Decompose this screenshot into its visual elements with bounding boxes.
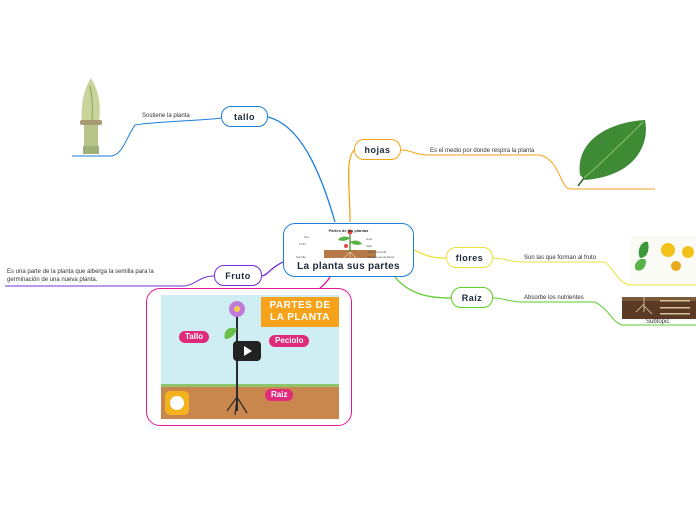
- link-fruto: [261, 261, 284, 277]
- topic-raiz-label: Raíz: [461, 292, 483, 303]
- note-flores: Son las que forman al fruto: [524, 255, 597, 261]
- diagram-label-fruto: Fruto: [299, 242, 307, 246]
- central-topic[interactable]: Partes de las plantas Flor Hoja Fruto Ta…: [283, 223, 414, 277]
- video-label-peciolo: Peciolo: [269, 335, 310, 347]
- note-tallo: Sostiene la planta: [142, 113, 190, 119]
- plant-diagram-image: [324, 229, 376, 259]
- diagram-title: Partes de las plantas: [328, 228, 369, 233]
- topic-fruto-label: Fruto: [225, 270, 251, 281]
- link-raiz: [394, 276, 452, 299]
- topic-hojas-label: hojas: [364, 144, 391, 155]
- link-tallo: [267, 116, 336, 223]
- video-label-raiz: Raiz: [265, 389, 294, 401]
- central-title: La planta sus partes: [297, 261, 400, 272]
- topic-hojas[interactable]: hojas: [354, 139, 401, 160]
- diagram-label-hoja: Hoja: [366, 237, 373, 241]
- note-fruto: Es una parte de la planta que alberga la…: [7, 269, 154, 283]
- video-label-tallo: Tallo: [179, 331, 210, 343]
- diagram-label-raices-secundarias: Raíces secundarias: [368, 255, 395, 259]
- topic-flores[interactable]: flores: [446, 247, 493, 268]
- diagram-label-raiz-principal: Raíz principal: [368, 250, 387, 254]
- topic-flores-label: flores: [455, 252, 484, 263]
- link-raiz-note: [492, 297, 696, 326]
- subtopic-raiz[interactable]: Subtopic: [646, 319, 670, 325]
- video-thumbnail[interactable]: PARTES DE LA PLANTA Tallo Peciolo Raiz: [161, 295, 339, 419]
- link-flores: [413, 249, 447, 259]
- root-soil-image: [622, 297, 696, 319]
- diagram-label-tallo: Tallo: [366, 244, 373, 248]
- link-hojas-note: [400, 149, 655, 190]
- flower-diagram-image: [630, 236, 696, 284]
- link-tallo-note: [72, 117, 222, 157]
- stem-photo: [80, 78, 102, 154]
- topic-raiz[interactable]: Raíz: [451, 287, 493, 308]
- note-hojas: Es el medio por donde respira la planta: [430, 148, 535, 154]
- link-fruto-note: [5, 275, 215, 287]
- note-raiz: Absorbe los nutrientes: [524, 295, 584, 301]
- diagram-label-semilla: Semilla: [296, 255, 306, 259]
- diagram-label-flor: Flor: [304, 235, 310, 239]
- link-hojas: [347, 149, 355, 223]
- leaf-photo: [577, 120, 646, 187]
- video-topic[interactable]: PARTES DE LA PLANTA Tallo Peciolo Raiz: [146, 288, 352, 426]
- link-flores-note: [492, 257, 696, 286]
- topic-tallo[interactable]: tallo: [221, 106, 268, 127]
- topic-fruto[interactable]: Fruto: [214, 265, 262, 286]
- play-icon[interactable]: [233, 341, 261, 361]
- video-banner: PARTES DE LA PLANTA: [261, 297, 339, 327]
- topic-tallo-label: tallo: [233, 111, 255, 122]
- mascot-icon: [165, 391, 189, 415]
